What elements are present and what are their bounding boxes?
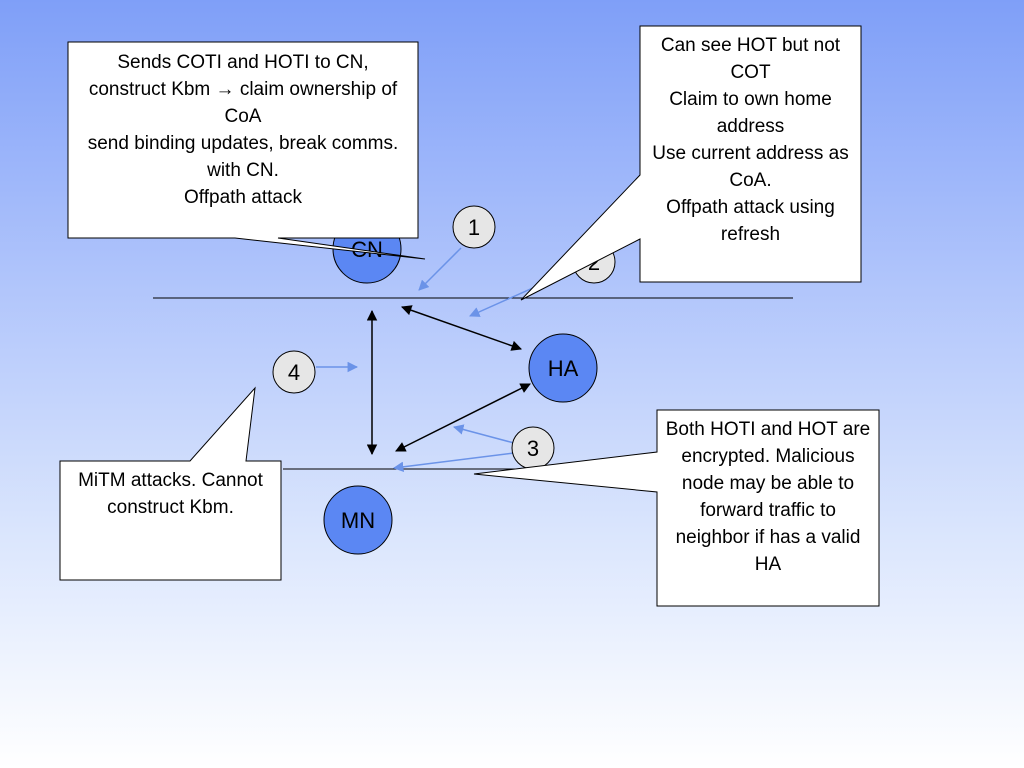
marker-1-label: 1 [468, 215, 480, 240]
marker-4: 4 [272, 350, 316, 394]
callout-bottom-left-text: MiTM attacks. Cannot construct Kbm. [78, 470, 263, 518]
marker-3-label: 3 [527, 436, 539, 461]
ha-node-label: HA [548, 356, 579, 381]
mn-node: MN [323, 485, 393, 555]
callout-bottom-left-shape [59, 386, 282, 581]
marker-1: 1 [452, 205, 496, 249]
ha-node: HA [528, 333, 598, 403]
callout-bottom-right-shape [473, 409, 880, 607]
callout-top-right-shape [520, 25, 862, 301]
callout-top-right-text: Can see HOT but not COT Claim to own hom… [652, 35, 849, 245]
marker-3-pointer-a [452, 424, 515, 444]
marker-3: 3 [511, 426, 555, 470]
callout-bottom-right-text: Both HOTI and HOT are encrypted. Malicio… [665, 419, 871, 575]
marker-1-pointer [418, 247, 462, 291]
cn-ha-arrow [401, 305, 522, 351]
callout-top-left-shape [67, 41, 426, 260]
marker-4-label: 4 [288, 360, 300, 385]
mn-ha-arrow [395, 383, 531, 452]
mn-node-label: MN [341, 508, 375, 533]
marker-3-pointer-b [392, 452, 515, 473]
callout-top-left-text: Sends COTI and HOTI to CN, construct Kbm… [87, 52, 399, 208]
